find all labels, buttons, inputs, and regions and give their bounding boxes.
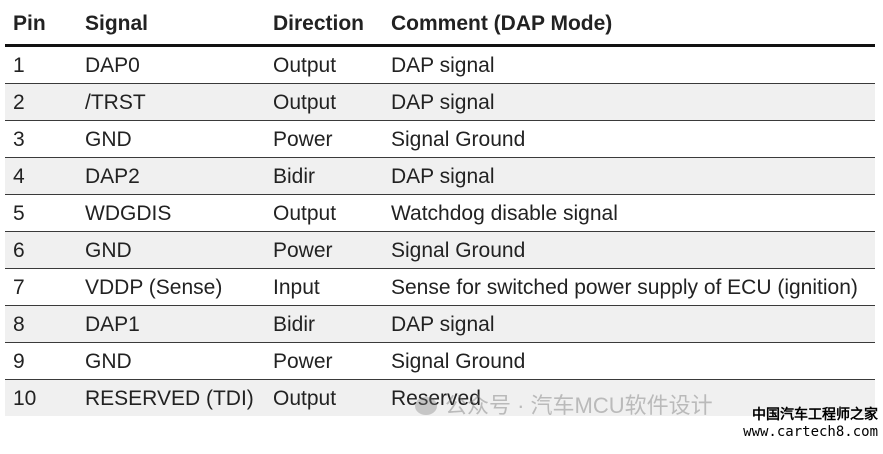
cell-comment: DAP signal bbox=[383, 305, 875, 343]
column-header-comment: Comment (DAP Mode) bbox=[383, 4, 875, 47]
cell-pin: 8 bbox=[5, 305, 77, 343]
cell-comment: Signal Ground bbox=[383, 342, 875, 380]
cell-comment: DAP signal bbox=[383, 45, 875, 84]
cell-direction: Output bbox=[265, 45, 383, 84]
cell-direction: Input bbox=[265, 268, 383, 306]
cell-pin: 3 bbox=[5, 120, 77, 158]
cell-signal: GND bbox=[77, 231, 265, 269]
cell-pin: 7 bbox=[5, 268, 77, 306]
cell-comment: Signal Ground bbox=[383, 120, 875, 158]
cell-comment: Reserved bbox=[383, 379, 875, 417]
cell-direction: Output bbox=[265, 83, 383, 121]
cell-signal: GND bbox=[77, 120, 265, 158]
site-url: www.cartech8.com bbox=[743, 424, 878, 440]
cell-signal: GND bbox=[77, 342, 265, 380]
site-watermark: 中国汽车工程师之家 www.cartech8.com bbox=[734, 405, 878, 441]
site-name: 中国汽车工程师之家 bbox=[752, 406, 878, 422]
cell-pin: 9 bbox=[5, 342, 77, 380]
table-row: 4 DAP2 Bidir DAP signal bbox=[5, 157, 875, 195]
table-row: 1 DAP0 Output DAP signal bbox=[5, 45, 875, 84]
cell-signal: DAP0 bbox=[77, 45, 265, 84]
table-row: 5 WDGDIS Output Watchdog disable signal bbox=[5, 194, 875, 232]
cell-signal: VDDP (Sense) bbox=[77, 268, 265, 306]
cell-direction: Output bbox=[265, 379, 383, 417]
table-row: 10 RESERVED (TDI) Output Reserved bbox=[5, 379, 875, 417]
cell-signal: DAP2 bbox=[77, 157, 265, 195]
cell-comment: Signal Ground bbox=[383, 231, 875, 269]
cell-pin: 5 bbox=[5, 194, 77, 232]
table-row: 6 GND Power Signal Ground bbox=[5, 231, 875, 269]
column-header-direction: Direction bbox=[265, 4, 383, 47]
cell-signal: RESERVED (TDI) bbox=[77, 379, 265, 417]
cell-pin: 10 bbox=[5, 379, 77, 417]
cell-direction: Bidir bbox=[265, 305, 383, 343]
cell-pin: 4 bbox=[5, 157, 77, 195]
column-header-pin: Pin bbox=[5, 4, 77, 47]
table-header-row: Pin Signal Direction Comment (DAP Mode) bbox=[5, 4, 875, 47]
cell-direction: Bidir bbox=[265, 157, 383, 195]
table-row: 8 DAP1 Bidir DAP signal bbox=[5, 305, 875, 343]
cell-signal: /TRST bbox=[77, 83, 265, 121]
cell-direction: Power bbox=[265, 120, 383, 158]
cell-pin: 1 bbox=[5, 45, 77, 84]
pin-assignment-table: Pin Signal Direction Comment (DAP Mode) … bbox=[5, 4, 875, 417]
cell-signal: WDGDIS bbox=[77, 194, 265, 232]
cell-direction: Power bbox=[265, 342, 383, 380]
cell-pin: 6 bbox=[5, 231, 77, 269]
cell-comment: Sense for switched power supply of ECU (… bbox=[383, 268, 875, 306]
table-row: 2 /TRST Output DAP signal bbox=[5, 83, 875, 121]
cell-direction: Output bbox=[265, 194, 383, 232]
cell-comment: DAP signal bbox=[383, 157, 875, 195]
column-header-signal: Signal bbox=[77, 4, 265, 47]
table-row: 9 GND Power Signal Ground bbox=[5, 342, 875, 380]
cell-direction: Power bbox=[265, 231, 383, 269]
cell-pin: 2 bbox=[5, 83, 77, 121]
cell-comment: Watchdog disable signal bbox=[383, 194, 875, 232]
table-row: 7 VDDP (Sense) Input Sense for switched … bbox=[5, 268, 875, 306]
cell-signal: DAP1 bbox=[77, 305, 265, 343]
cell-comment: DAP signal bbox=[383, 83, 875, 121]
table-row: 3 GND Power Signal Ground bbox=[5, 120, 875, 158]
